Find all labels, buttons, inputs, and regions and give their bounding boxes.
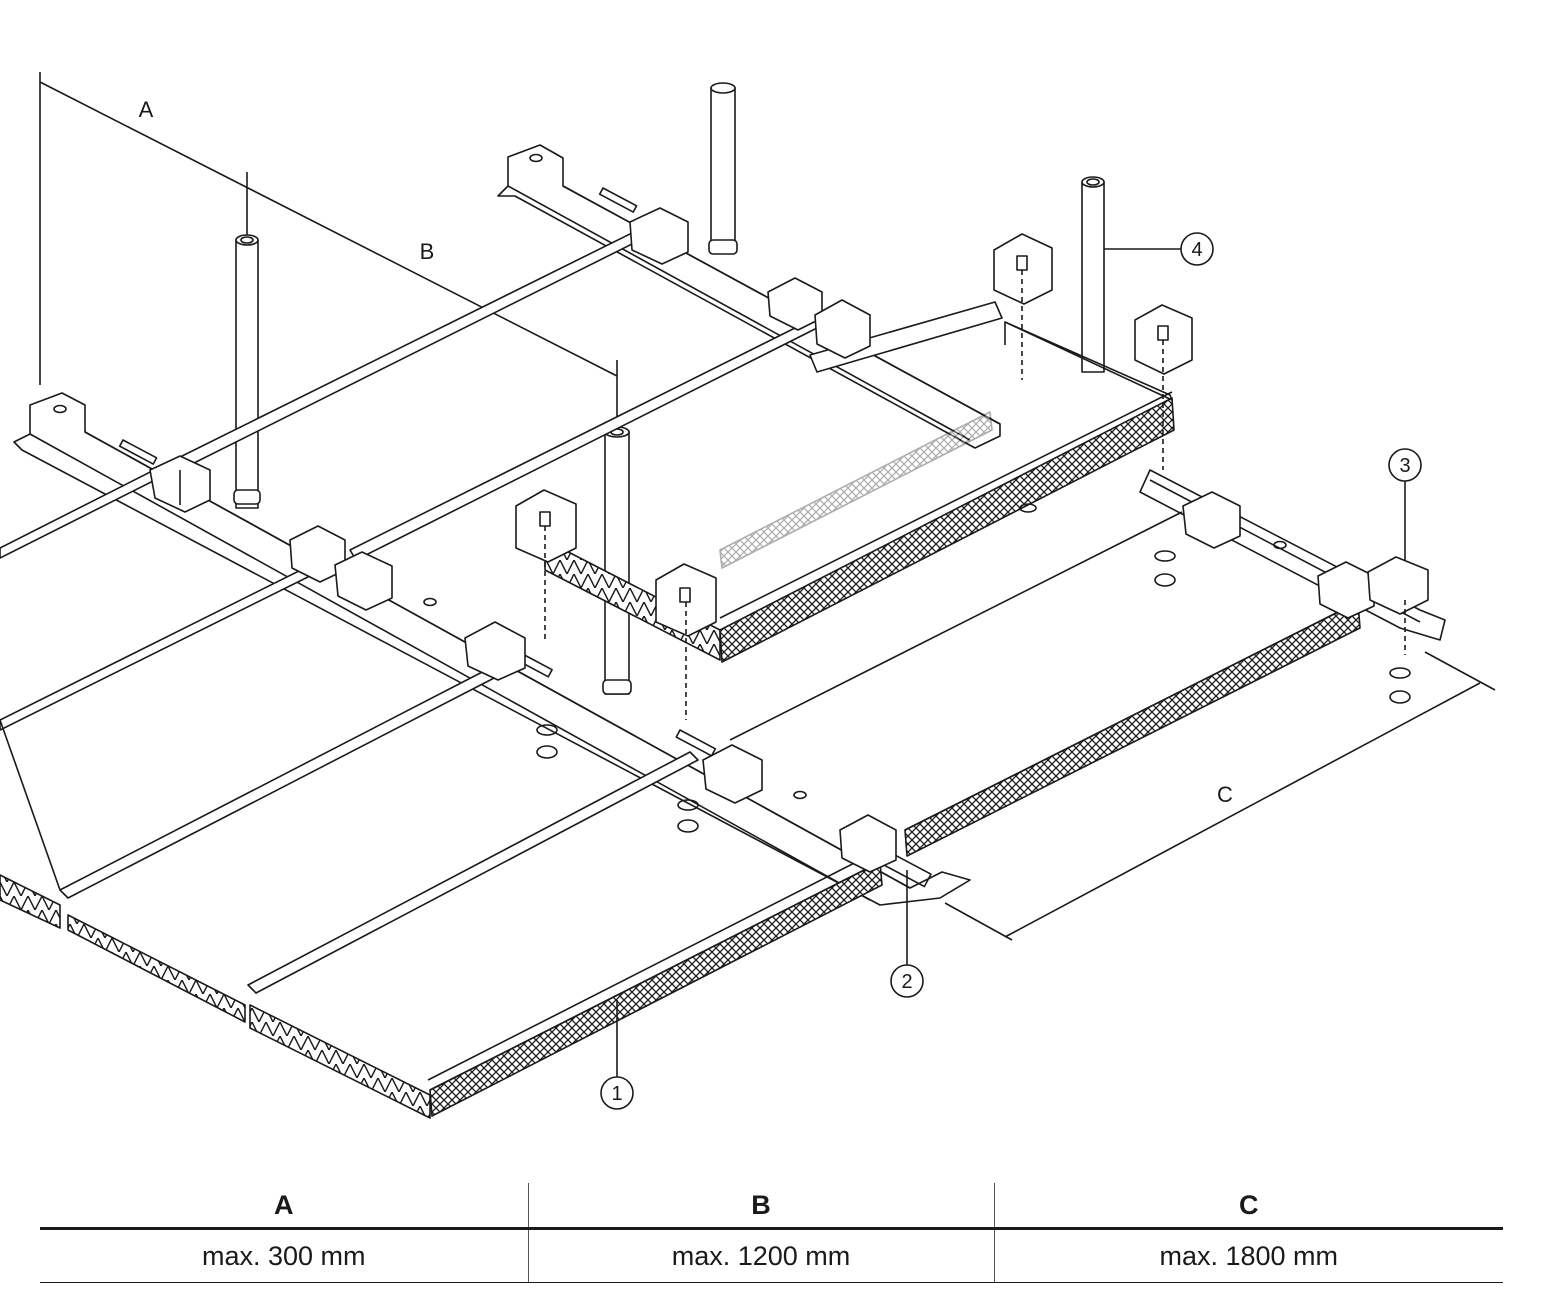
suspension-rod — [1081, 176, 1105, 373]
spec-table-value-row: max. 300 mm max. 1200 mm max. 1800 mm — [40, 1228, 1503, 1283]
clip-bracket — [1317, 561, 1375, 619]
callout-leaders — [616, 248, 1406, 1077]
washer-nut — [677, 799, 699, 833]
spec-header-b: B — [527, 1183, 994, 1230]
clip-bracket — [839, 814, 897, 873]
callout-2: 2 — [901, 971, 912, 993]
clip-bracket — [1367, 556, 1429, 615]
suspension-rods — [233, 82, 1105, 695]
dimension-label-a: A — [139, 97, 154, 122]
callout-4: 4 — [1191, 239, 1202, 261]
washer-nut — [1154, 550, 1176, 587]
suspension-rod — [233, 234, 261, 509]
callout-circles — [600, 232, 1422, 1110]
dimension-label-c: C — [1217, 782, 1233, 807]
washer-nut — [536, 724, 558, 759]
clip-bracket — [464, 621, 526, 681]
panel-row-front — [0, 667, 883, 1119]
spec-value-a: max. 300 mm — [40, 1228, 528, 1283]
washer-nut — [1389, 667, 1411, 704]
dimension-line-ab — [39, 72, 618, 428]
suspension-rod — [708, 82, 738, 255]
suspension-rod — [602, 426, 632, 695]
clip-bracket — [334, 551, 393, 611]
spec-header-a: A — [40, 1183, 528, 1230]
clamp — [1134, 304, 1193, 470]
loose-clamps — [515, 233, 1406, 720]
clip-bracket — [814, 299, 871, 359]
clip-bracket — [629, 207, 689, 265]
ceiling-system-isometric-diagram: 1 2 3 4 A B C — [0, 72, 1496, 1119]
clip-brackets — [149, 207, 1429, 873]
panel-middle-lifted — [544, 301, 1175, 663]
clamp — [993, 233, 1053, 380]
callout-1: 1 — [611, 1083, 622, 1105]
callout-3: 3 — [1399, 455, 1410, 477]
dimension-line-c — [944, 651, 1496, 941]
clip-bracket — [1182, 491, 1241, 549]
clamp — [655, 563, 717, 720]
clip-bracket — [149, 455, 211, 513]
spec-value-c: max. 1800 mm — [993, 1228, 1503, 1283]
washers-nuts — [536, 503, 1411, 833]
dimension-spec-table: A B C max. 300 mm max. 1200 mm max. 1800… — [40, 1183, 1503, 1283]
spec-header-c: C — [993, 1183, 1503, 1230]
clamp — [515, 489, 577, 640]
panel-right — [729, 511, 1361, 857]
spec-value-b: max. 1200 mm — [527, 1228, 994, 1283]
dimension-label-b: B — [420, 239, 435, 264]
carrier-rail-back — [497, 144, 1001, 449]
clip-bracket — [702, 744, 763, 804]
spec-table-header-row: A B C — [40, 1183, 1503, 1230]
panel-row-back — [0, 227, 822, 731]
